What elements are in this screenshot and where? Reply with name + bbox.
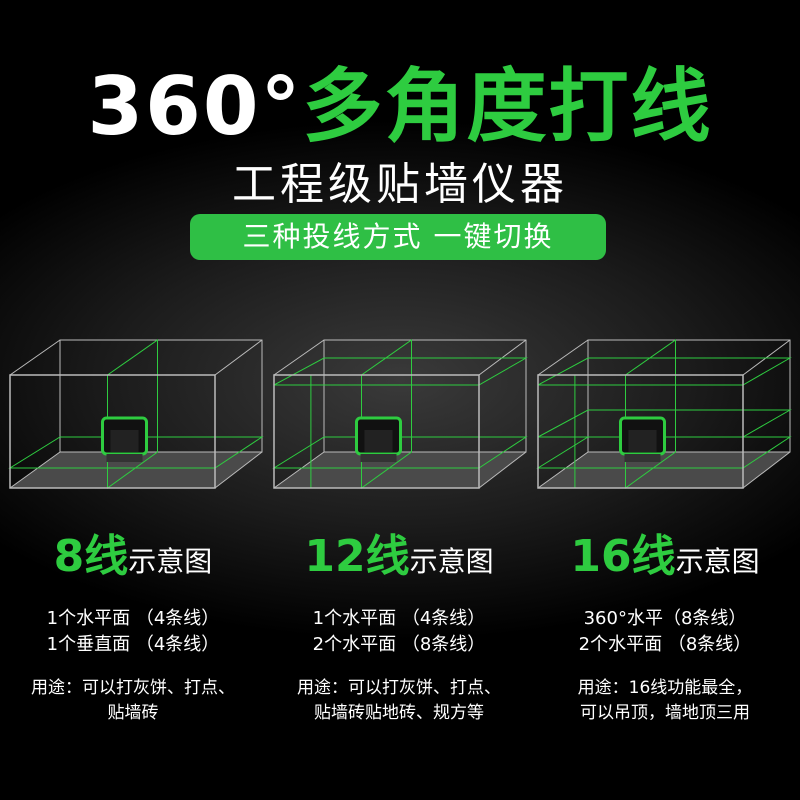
panel-usage-12: 用途：可以打灰饼、打点、贴墙砖贴地砖、规方等	[266, 676, 532, 726]
line-count: 12线	[304, 531, 410, 582]
laser-level-body	[628, 430, 657, 452]
laser-upper-plane	[537, 357, 792, 386]
edge	[273, 339, 325, 376]
floor	[274, 452, 526, 488]
edge	[537, 339, 589, 376]
line-count: 16线	[570, 531, 676, 582]
laser-mid-plane	[537, 409, 792, 438]
desc-line: 2个水平面 （8条线）	[312, 634, 486, 655]
back-frame	[59, 339, 263, 453]
usage-line: 可以吊顶，墙地顶三用	[580, 703, 750, 723]
panel-label-16: 16线示意图	[532, 520, 798, 584]
laser-upper-plane	[273, 357, 528, 386]
laser-horizontal-plane	[8, 436, 264, 469]
headline-white: 360°	[87, 60, 303, 153]
feature-badge: 三种投线方式 一键切换	[190, 214, 606, 260]
panel-desc-8: 1个水平面 （4条线） 1个垂直面 （4条线）	[0, 606, 266, 658]
edge	[742, 451, 791, 489]
front-frame	[9, 374, 216, 489]
floor	[538, 452, 790, 488]
desc-line: 1个垂直面 （4条线）	[46, 634, 220, 655]
label-suffix: 示意图	[409, 545, 494, 578]
floor	[10, 452, 262, 488]
panel-desc-16: 360°水平（8条线） 2个水平面 （8条线）	[532, 606, 798, 658]
front-frame	[273, 374, 480, 489]
usage-line: 用途：可以打灰饼、打点、	[297, 678, 501, 698]
usage-line: 用途：16线功能最全，	[577, 678, 753, 698]
edge	[9, 451, 61, 489]
desc-line: 1个水平面 （4条线）	[312, 608, 486, 629]
laser-level-base	[624, 454, 661, 462]
edge	[478, 451, 527, 489]
edge	[214, 451, 263, 489]
laser-horizontal-plane	[272, 436, 528, 469]
panel-label-8: 8线示意图	[0, 520, 266, 584]
laser-level-base	[106, 454, 143, 462]
label-suffix: 示意图	[675, 545, 760, 578]
headline-green: 多角度打线	[302, 60, 713, 153]
edge	[537, 451, 589, 489]
desc-line: 1个水平面 （4条线）	[46, 608, 220, 629]
usage-line: 用途：可以打灰饼、打点、	[31, 678, 235, 698]
edge	[273, 451, 325, 489]
edge	[9, 339, 61, 376]
panel-usage-8: 用途：可以打灰饼、打点、贴墙砖	[0, 676, 266, 726]
back-frame	[587, 339, 791, 453]
panel-desc-12: 1个水平面 （4条线） 2个水平面 （8条线）	[266, 606, 532, 658]
usage-line: 贴墙砖贴地砖、规方等	[314, 703, 484, 723]
subtitle: 工程级贴墙仪器	[232, 159, 568, 210]
edge	[214, 339, 263, 376]
laser-diagrams	[8, 339, 792, 489]
laser-level-body	[110, 430, 139, 452]
line-count: 8线	[53, 531, 129, 582]
label-suffix: 示意图	[128, 545, 213, 578]
panel-usage-16: 用途：16线功能最全， 可以吊顶，墙地顶三用	[532, 676, 798, 726]
back-frame	[323, 339, 527, 453]
desc-line: 2个水平面 （8条线）	[578, 634, 752, 655]
front-frame	[537, 374, 744, 489]
panel-label-12: 12线示意图	[266, 520, 532, 584]
desc-line: 360°水平（8条线）	[583, 608, 747, 629]
laser-level-base	[360, 454, 397, 462]
headline: 360°多角度打线	[0, 42, 800, 158]
laser-horizontal-plane	[536, 436, 792, 469]
laser-level-body	[364, 430, 393, 452]
usage-line: 贴墙砖	[107, 703, 159, 723]
